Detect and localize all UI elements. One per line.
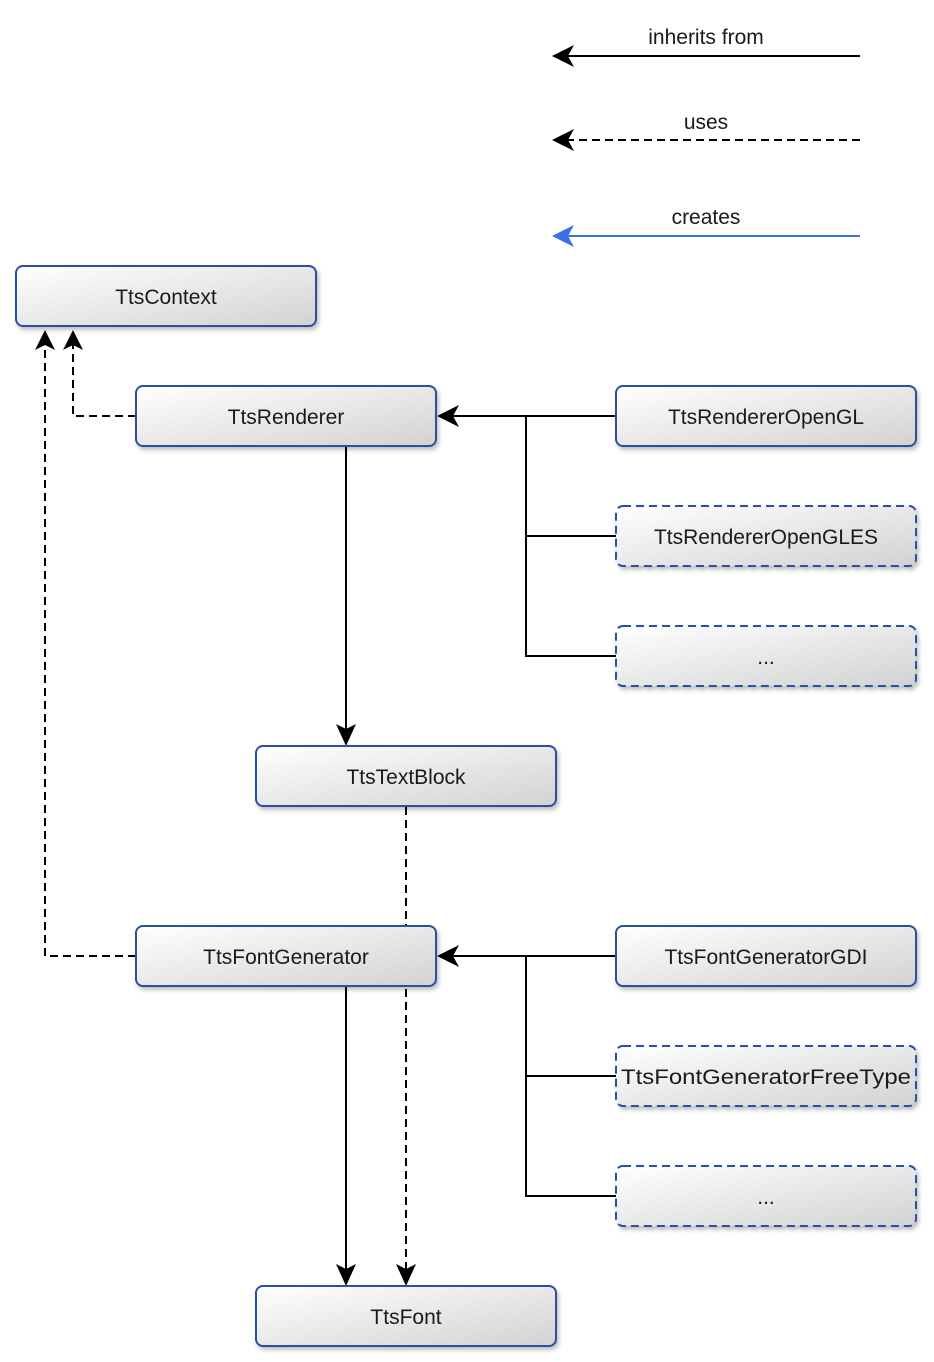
node-tts-font-generator-freetype-label: TtsFontGeneratorFreeType: [621, 1066, 911, 1089]
node-tts-text-block[interactable]: TtsTextBlock: [255, 745, 557, 807]
node-tts-font-generator-gdi[interactable]: TtsFontGeneratorGDI: [615, 925, 917, 987]
connectors: [35, 330, 616, 1286]
renderer-more-inherit-line: [525, 536, 616, 657]
node-tts-renderer-label: TtsRenderer: [228, 406, 345, 429]
node-tts-renderer-opengles-label: TtsRendererOpenGLES: [654, 526, 878, 549]
renderer-uses-context-arrowhead: [63, 330, 83, 350]
fontgen-to-font-arrowhead: [336, 1264, 356, 1286]
textblock-uses-font-arrowhead: [396, 1264, 416, 1286]
legend-creates-label: creates: [672, 206, 741, 229]
legend-uses-arrowhead: [552, 129, 574, 151]
node-tts-font-generator[interactable]: TtsFontGenerator: [135, 925, 437, 987]
node-renderer-more[interactable]: ...: [615, 625, 917, 687]
legend-uses-label: uses: [684, 111, 728, 134]
node-tts-renderer[interactable]: TtsRenderer: [135, 385, 437, 447]
node-tts-renderer-opengl[interactable]: TtsRendererOpenGL: [615, 385, 917, 447]
node-tts-renderer-opengl-label: TtsRendererOpenGL: [668, 406, 864, 429]
renderer-opengles-inherit-line: [525, 416, 616, 537]
legend: inherits from uses creates: [552, 26, 860, 247]
node-tts-text-block-label: TtsTextBlock: [346, 766, 466, 789]
legend-inherits-label: inherits from: [648, 26, 764, 49]
renderer-uses-context-line: [72, 338, 136, 417]
renderer-inherit-arrowhead: [437, 405, 459, 427]
node-tts-font-generator-gdi-label: TtsFontGeneratorGDI: [664, 946, 867, 969]
node-tts-font-generator-freetype[interactable]: TtsFontGeneratorFreeType: [615, 1045, 917, 1107]
fontgen-freetype-inherit-line: [525, 956, 616, 1077]
node-tts-context-label: TtsContext: [115, 286, 217, 309]
node-tts-font[interactable]: TtsFont: [255, 1285, 557, 1347]
node-font-generator-more-label: ...: [757, 1186, 775, 1209]
node-tts-renderer-opengles[interactable]: TtsRendererOpenGLES: [615, 505, 917, 567]
legend-inherits-arrowhead: [552, 45, 574, 67]
node-renderer-more-label: ...: [757, 646, 775, 669]
fontgen-uses-context-arrowhead: [35, 330, 55, 350]
nodes: TtsContext TtsRenderer TtsRendererOpenGL…: [15, 265, 917, 1347]
fontgen-uses-context-line: [44, 338, 136, 957]
node-tts-context[interactable]: TtsContext: [15, 265, 317, 327]
legend-creates-arrowhead: [552, 225, 574, 247]
node-font-generator-more[interactable]: ...: [615, 1165, 917, 1227]
fontgen-inherit-arrowhead: [437, 945, 459, 967]
node-tts-font-label: TtsFont: [370, 1306, 441, 1329]
renderer-to-textblock-arrowhead: [336, 724, 356, 746]
fontgen-more-inherit-line: [525, 1076, 616, 1197]
node-tts-font-generator-label: TtsFontGenerator: [203, 946, 369, 969]
